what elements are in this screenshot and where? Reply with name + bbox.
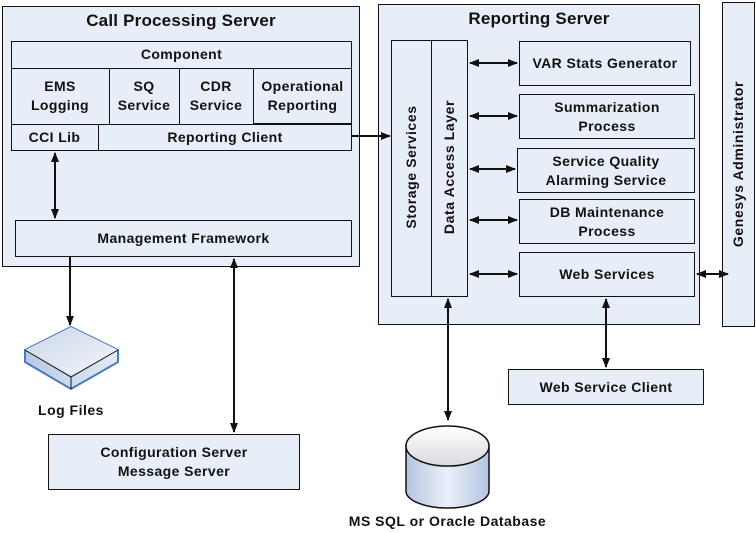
component-grid [11, 41, 352, 151]
component-header: Component [11, 41, 352, 69]
configuration-message-server: Configuration Server Message Server [48, 434, 300, 490]
sq-alarming-line2: Alarming Service [545, 171, 667, 188]
data-access-layer [431, 40, 468, 297]
sq-service-line1: SQ [133, 78, 155, 94]
db-maintenance-process: DB Maintenance Process [519, 199, 695, 244]
ems-logging-module: EMS Logging [11, 68, 110, 125]
configuration-server-label: Configuration Server [100, 444, 248, 460]
operational-reporting-module: Operational Reporting [253, 68, 352, 125]
message-server-label: Message Server [117, 463, 231, 479]
operational-reporting-line2: Reporting [267, 96, 338, 113]
cdr-service-module: CDR Service [179, 68, 254, 125]
cci-lib: CCI Lib [11, 124, 99, 151]
ems-logging-line1: EMS [44, 78, 76, 94]
sq-alarming-line1: Service Quality [552, 152, 660, 169]
log-files-icon [24, 325, 119, 391]
var-stats-generator: VAR Stats Generator [519, 41, 691, 86]
reporting-server-title: Reporting Server [468, 9, 610, 28]
db-maintenance-line1: DB Maintenance [549, 203, 665, 220]
summarization-line2: Process [578, 117, 636, 134]
ems-logging-line2: Logging [30, 97, 89, 113]
genesys-administrator-label: Genesys Administrator [730, 80, 746, 248]
log-files-label: Log Files [38, 402, 104, 418]
operational-reporting-line1: Operational [261, 77, 344, 94]
call-processing-server-title: Call Processing Server [86, 11, 276, 30]
cdr-service-line2: Service [189, 97, 243, 113]
web-service-client: Web Service Client [508, 369, 704, 405]
storage-services-label: Storage Services [403, 105, 419, 229]
cdr-service-line1: CDR [200, 78, 232, 94]
summarization-process: Summarization Process [519, 94, 695, 139]
summarization-line1: Summarization [554, 98, 660, 115]
web-services: Web Services [519, 252, 695, 297]
database-icon [405, 425, 490, 509]
sq-service-line2: Service [117, 97, 171, 113]
management-framework: Management Framework [15, 220, 352, 257]
sq-service-module: SQ Service [109, 68, 180, 125]
data-access-layer-label: Data Access Layer [441, 99, 457, 235]
database-label: MS SQL or Oracle Database [348, 513, 547, 529]
reporting-client: Reporting Client [167, 129, 283, 145]
db-maintenance-line2: Process [578, 222, 636, 239]
service-quality-alarming-service: Service Quality Alarming Service [517, 148, 695, 193]
